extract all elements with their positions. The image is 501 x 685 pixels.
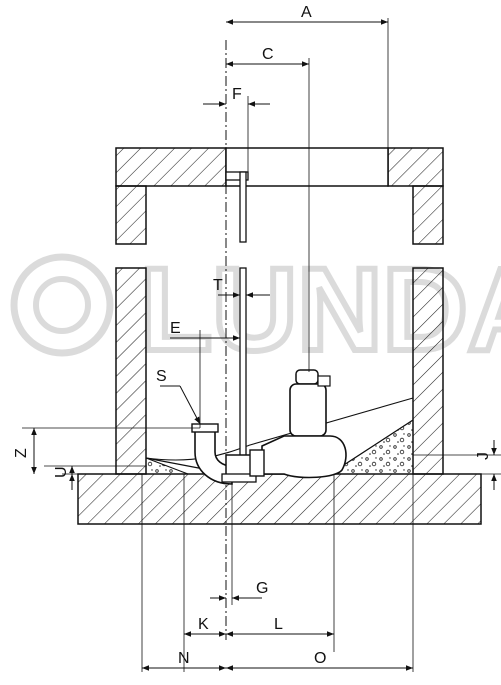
label-L: L: [274, 616, 283, 633]
cover-slab-left: [115, 147, 227, 187]
pump-flange: [249, 449, 265, 477]
label-E: E: [170, 320, 181, 337]
upper-bracket: [225, 171, 249, 181]
label-Z: Z: [13, 448, 30, 458]
guide-rail-assembly: [191, 40, 257, 640]
concrete-structure: [77, 147, 482, 525]
dimension-lines: [31, 19, 497, 671]
label-F: F: [232, 86, 242, 103]
upper-rail: [239, 171, 247, 243]
label-O: O: [314, 650, 326, 667]
upper-wall-left: [115, 185, 147, 245]
label-G: G: [256, 580, 268, 597]
label-S: S: [156, 368, 167, 385]
lower-wall-left: [115, 267, 147, 475]
pump-volute: [261, 435, 347, 479]
lower-wall-right: [412, 267, 444, 475]
dimension-labels: A C F T E S Z U J G K L N O: [13, 4, 492, 667]
guide-rail: [239, 267, 247, 459]
pump-motor: [289, 383, 327, 437]
duckfoot-foot: [221, 473, 257, 483]
cover-slab-opening: [225, 147, 389, 187]
label-T: T: [213, 277, 223, 294]
cover-slab-right: [387, 147, 444, 187]
submersible-pump: [249, 369, 347, 479]
label-N: N: [178, 650, 190, 667]
base-slab: [77, 473, 482, 525]
extension-lines: [22, 18, 501, 672]
label-C: C: [262, 46, 274, 63]
label-K: K: [198, 616, 209, 633]
label-A: A: [301, 4, 312, 21]
upper-wall-right: [412, 185, 444, 245]
watermark-text: LUNDA: [140, 244, 501, 376]
pump-cable-gland: [317, 375, 331, 387]
label-U: U: [53, 466, 70, 478]
label-J: J: [475, 452, 492, 460]
